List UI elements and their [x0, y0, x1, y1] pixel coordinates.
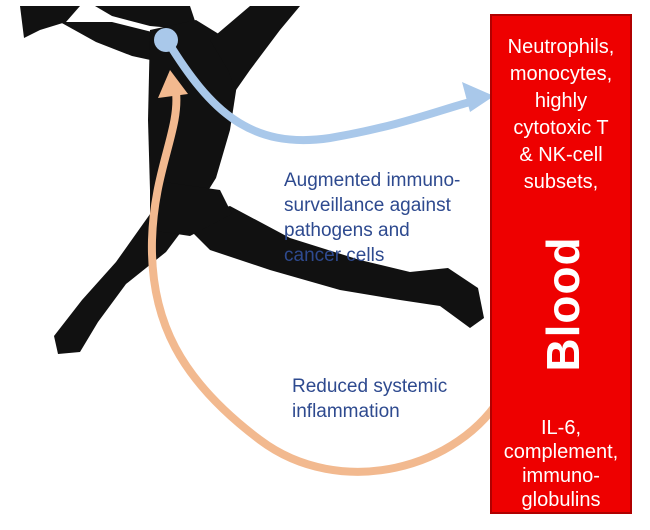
blood-cell-types-text: Neutrophils, monocytes, highly cytotoxic…: [507, 36, 615, 193]
blood-box: Neutrophils, monocytes, highly cytotoxic…: [490, 14, 632, 514]
blood-factors-text: IL-6, complement, immuno- globulins: [503, 417, 619, 511]
blue-arrow: [154, 28, 494, 145]
inflammation-label: Reduced systemic inflammation: [292, 376, 448, 422]
surveillance-label: Augmented immuno- surveillance against p…: [284, 170, 461, 266]
blood-title: Blood: [537, 236, 589, 372]
